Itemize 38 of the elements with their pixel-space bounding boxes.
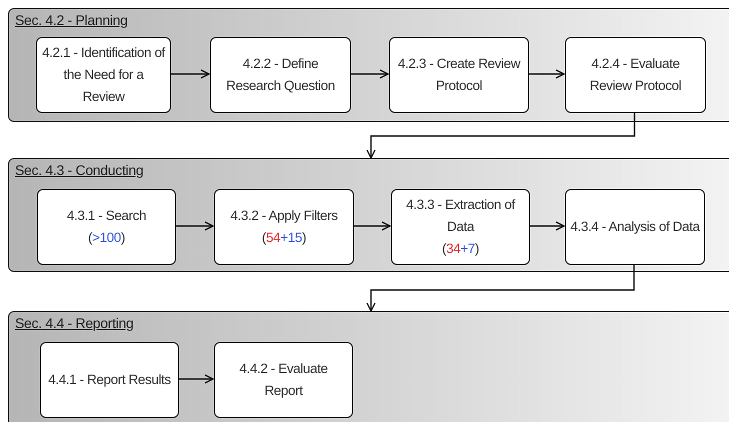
step-label: 4.3.4 - Analysis of Data: [570, 218, 700, 236]
step-label: 4.2.4 - Evaluate Review Protocol: [588, 55, 682, 95]
arrow: [350, 69, 389, 79]
section-title: Sec. 4.2 - Planning: [15, 11, 128, 30]
process-box: [40, 342, 179, 418]
arrow: [175, 221, 214, 231]
section-panel: [8, 158, 729, 272]
process-box: [214, 189, 354, 265]
arrow: [528, 69, 565, 79]
arrow: [366, 112, 636, 159]
step-label: 4.3.1 - Search: [66, 207, 146, 225]
process-box: [389, 37, 529, 113]
arrow: [353, 221, 391, 231]
process-box: [391, 189, 530, 265]
step-label: 4.4.2 - Evaluate Report: [238, 360, 329, 400]
step-label: 4.4.1 - Report Results: [48, 371, 171, 389]
step-label: 4.3.2 - Apply Filters: [230, 207, 338, 225]
step-label: 4.2.2 - Define Research Question: [225, 55, 336, 95]
count-text: (34+7): [442, 240, 480, 258]
process-box: [37, 189, 176, 265]
section-panel: [8, 311, 729, 422]
arrow: [170, 69, 210, 79]
section-title: Sec. 4.4 - Reporting: [15, 314, 134, 333]
process-box: [36, 37, 171, 113]
count-text: (>100): [88, 229, 126, 247]
arrow: [366, 264, 635, 312]
process-box: [565, 189, 705, 265]
section-panel: [8, 8, 729, 122]
step-label: 4.2.1 - Identification of the Need for a Review: [41, 44, 166, 106]
arrow: [529, 221, 565, 231]
process-box: [565, 37, 706, 113]
section-title: Sec. 4.3 - Conducting: [15, 161, 144, 180]
process-box: [210, 37, 351, 113]
step-label: 4.3.3 - Extraction of Data: [405, 196, 516, 236]
step-label: 4.2.3 - Create Review Protocol: [396, 55, 522, 95]
process-box: [214, 342, 353, 418]
arrow: [178, 374, 214, 384]
count-text: (54+15): [262, 229, 306, 247]
